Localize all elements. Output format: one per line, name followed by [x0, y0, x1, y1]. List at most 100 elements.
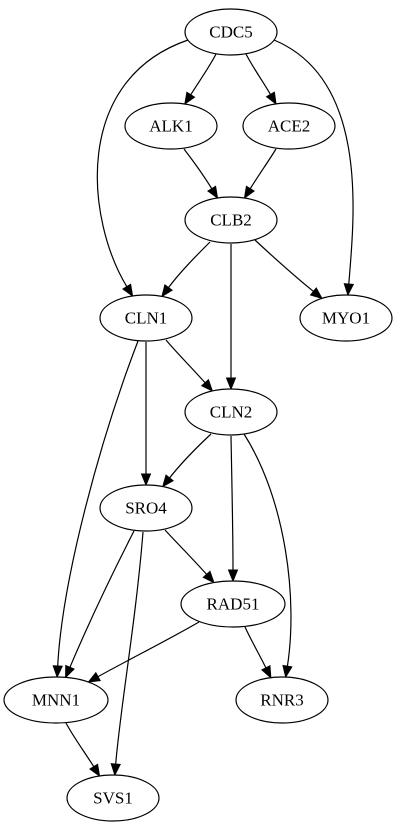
edge-arrowhead	[309, 287, 323, 300]
edge-line	[249, 148, 277, 190]
node-ellipse	[242, 102, 336, 150]
edge-arrowhead	[282, 664, 293, 679]
edge-line	[68, 530, 135, 669]
edge-sro4-to-rad51	[164, 529, 215, 584]
edge-arrowhead	[87, 671, 101, 683]
node-rnr3: RNR3	[235, 676, 329, 724]
edge-ace2-to-clb2	[243, 148, 277, 200]
node-ellipse	[99, 484, 193, 532]
edge-clb2-to-myo1	[254, 239, 323, 300]
node-label: RNR3	[260, 691, 303, 710]
edge-line	[167, 241, 211, 289]
edge-line	[115, 531, 144, 766]
node-label: CLN1	[125, 309, 168, 328]
edge-line	[96, 621, 200, 678]
edge-cln1-to-mnn1	[52, 340, 139, 679]
node-mnn1: MNN1	[3, 676, 109, 724]
edge-line	[65, 722, 95, 768]
edge-arrowhead	[184, 91, 196, 106]
node-ellipse	[184, 196, 278, 244]
node-label: MNN1	[32, 691, 80, 710]
node-myo1: MYO1	[299, 294, 393, 342]
edge-line	[183, 148, 213, 190]
edge-line	[243, 433, 292, 668]
edge-arrowhead	[52, 665, 63, 679]
edge-line	[168, 433, 212, 480]
edge-arrowhead	[261, 665, 272, 679]
edge-cln2-to-sro4	[161, 433, 212, 488]
edge-arrowhead	[343, 283, 355, 297]
node-ellipse	[184, 8, 278, 56]
node-label: MYO1	[322, 309, 370, 328]
edge-line	[57, 340, 139, 668]
node-alk1: ALK1	[124, 102, 218, 150]
edge-arrowhead	[243, 185, 255, 200]
edge-clb2-to-cln1	[161, 241, 211, 298]
edge-line	[230, 435, 234, 572]
edge-arrowhead	[140, 473, 152, 487]
edge-cln2-to-rnr3	[243, 433, 293, 679]
edge-line	[165, 339, 207, 384]
edge-line	[96, 39, 189, 288]
edge-arrowhead	[225, 377, 237, 391]
edge-alk1-to-clb2	[183, 148, 219, 200]
edge-line	[273, 39, 354, 286]
node-ellipse	[124, 102, 218, 150]
edge-mnn1-to-svs1	[65, 722, 101, 778]
node-ace2: ACE2	[242, 102, 336, 150]
edge-arrowhead	[202, 570, 215, 584]
node-label: ACE2	[268, 117, 311, 136]
edge-line	[254, 239, 315, 293]
node-ellipse	[184, 388, 278, 436]
edge-cln1-to-sro4	[140, 342, 152, 487]
node-svs1: SVS1	[66, 774, 160, 822]
edge-arrowhead	[200, 378, 214, 392]
node-label: RAD51	[207, 595, 260, 614]
node-clb2: CLB2	[184, 196, 278, 244]
edge-line	[164, 529, 208, 576]
edge-sro4-to-svs1	[110, 531, 144, 777]
edge-line	[245, 53, 272, 96]
node-ellipse	[3, 676, 109, 724]
edge-line	[189, 53, 217, 96]
edges-layer	[52, 39, 355, 778]
edge-arrowhead	[207, 185, 219, 200]
edge-arrowhead	[161, 284, 173, 298]
edge-clb2-to-cln2	[225, 244, 237, 391]
edge-line	[244, 626, 267, 670]
node-ellipse	[99, 294, 193, 342]
node-label: SRO4	[125, 499, 167, 518]
node-sro4: SRO4	[99, 484, 193, 532]
node-ellipse	[299, 294, 393, 342]
node-cdc5: CDC5	[184, 8, 278, 56]
edge-arrowhead	[122, 283, 134, 298]
edge-cln2-to-rad51	[227, 435, 239, 583]
node-ellipse	[66, 774, 160, 822]
node-cln2: CLN2	[184, 388, 278, 436]
edge-cdc5-to-alk1	[184, 53, 217, 106]
edge-arrowhead	[227, 569, 239, 583]
edge-cdc5-to-ace2	[245, 53, 277, 106]
edge-cln1-to-cln2	[165, 339, 214, 392]
node-cln1: CLN1	[99, 294, 193, 342]
node-ellipse	[180, 580, 286, 628]
edge-arrowhead	[265, 91, 277, 106]
edge-sro4-to-mnn1	[65, 530, 135, 679]
node-label: CDC5	[209, 23, 252, 42]
node-label: ALK1	[149, 117, 192, 136]
node-label: CLB2	[210, 211, 252, 230]
edge-rad51-to-mnn1	[87, 621, 200, 683]
edge-cdc5-to-myo1	[273, 39, 355, 297]
node-label: CLN2	[210, 403, 253, 422]
edge-arrowhead	[161, 474, 174, 488]
edge-arrowhead	[89, 763, 101, 778]
edge-arrowhead	[110, 763, 121, 777]
edge-cdc5-to-cln1	[96, 39, 189, 298]
edge-rad51-to-rnr3	[244, 626, 272, 679]
node-label: SVS1	[93, 789, 133, 808]
node-rad51: RAD51	[180, 580, 286, 628]
node-ellipse	[235, 676, 329, 724]
edge-arrowhead	[65, 664, 75, 679]
